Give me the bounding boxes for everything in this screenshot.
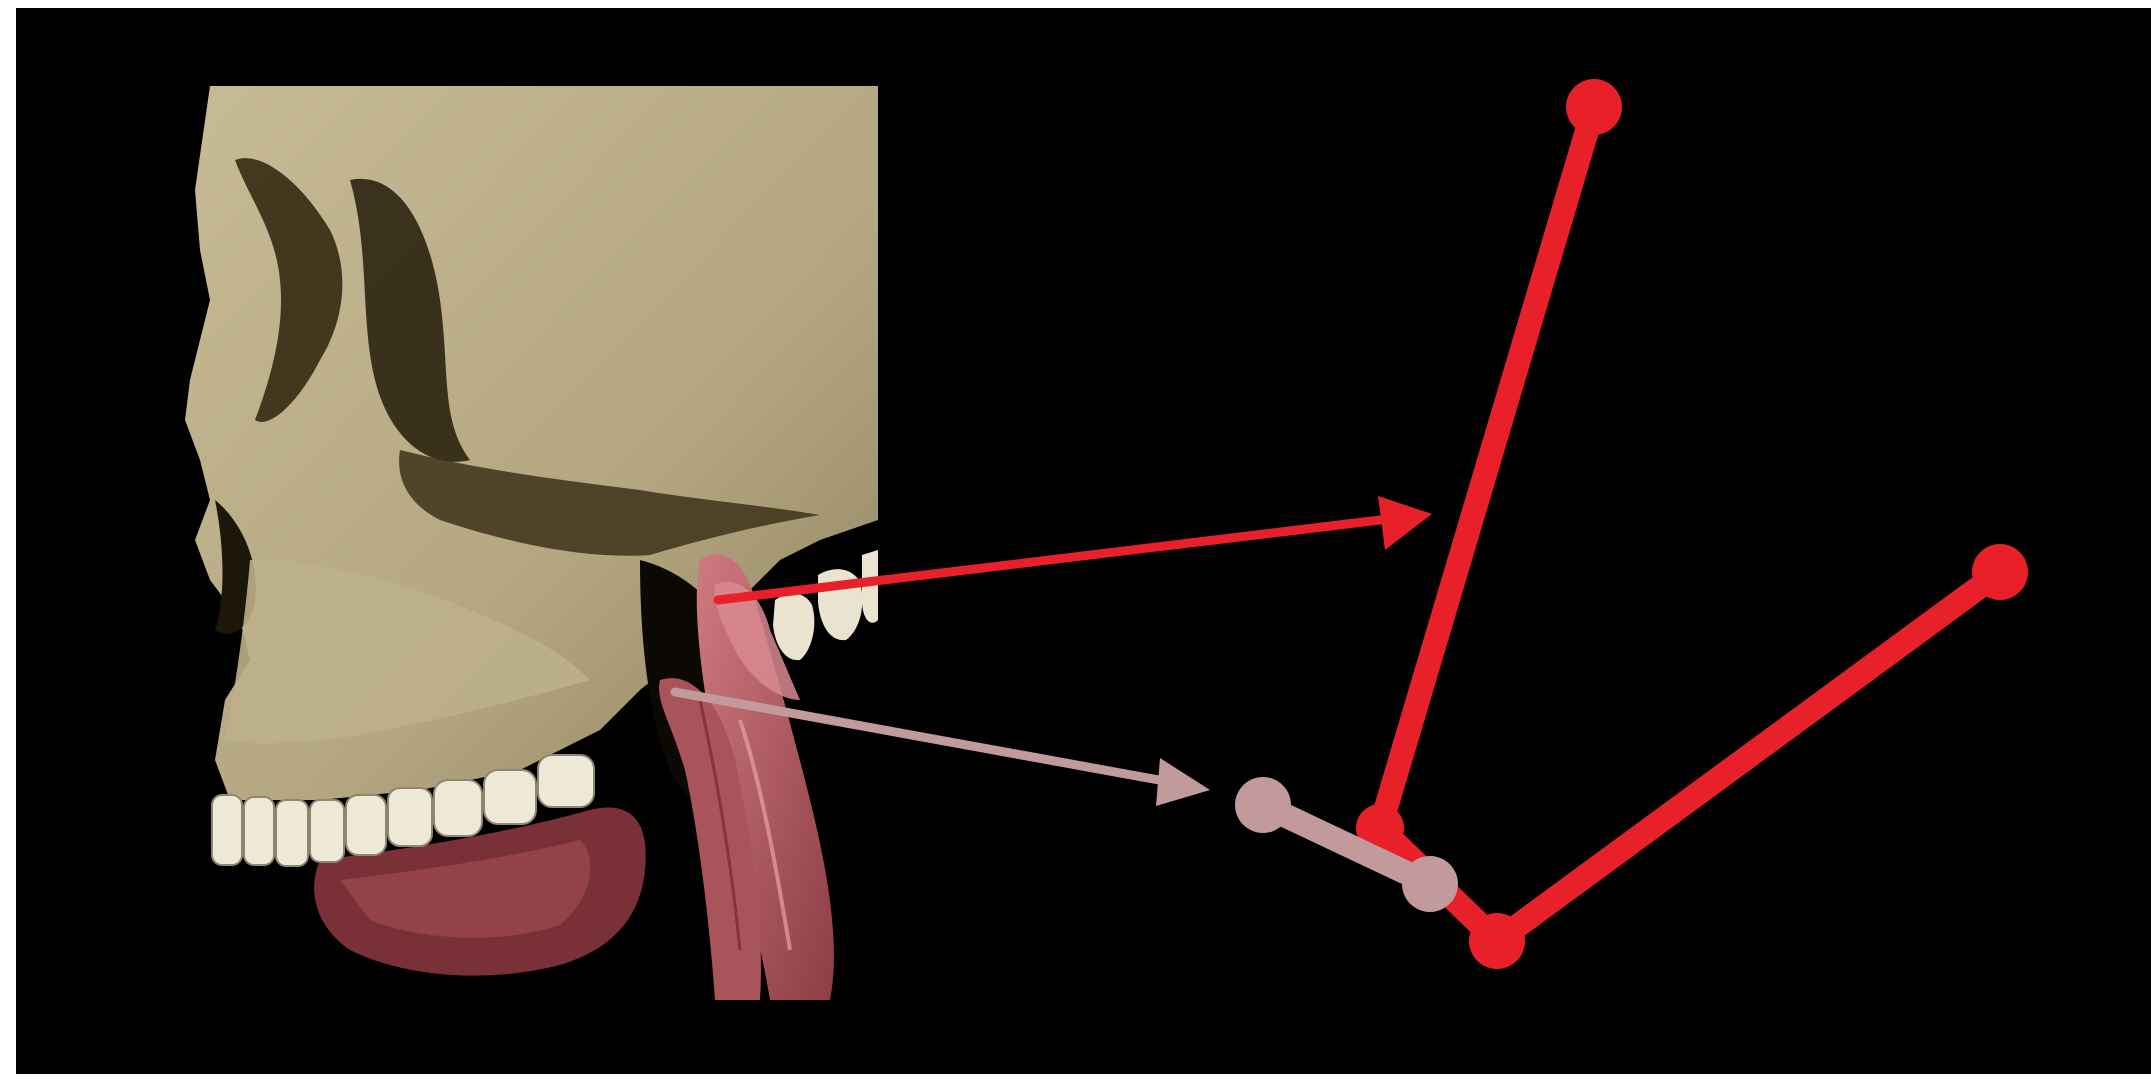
joint-top [1566,79,1622,135]
joint-pink-left [1235,777,1291,833]
joint-pink-right [1402,856,1458,912]
skull-jaw-illustration [185,86,878,1000]
joint-right [1972,544,2028,600]
joint-bottom [1469,913,1525,969]
